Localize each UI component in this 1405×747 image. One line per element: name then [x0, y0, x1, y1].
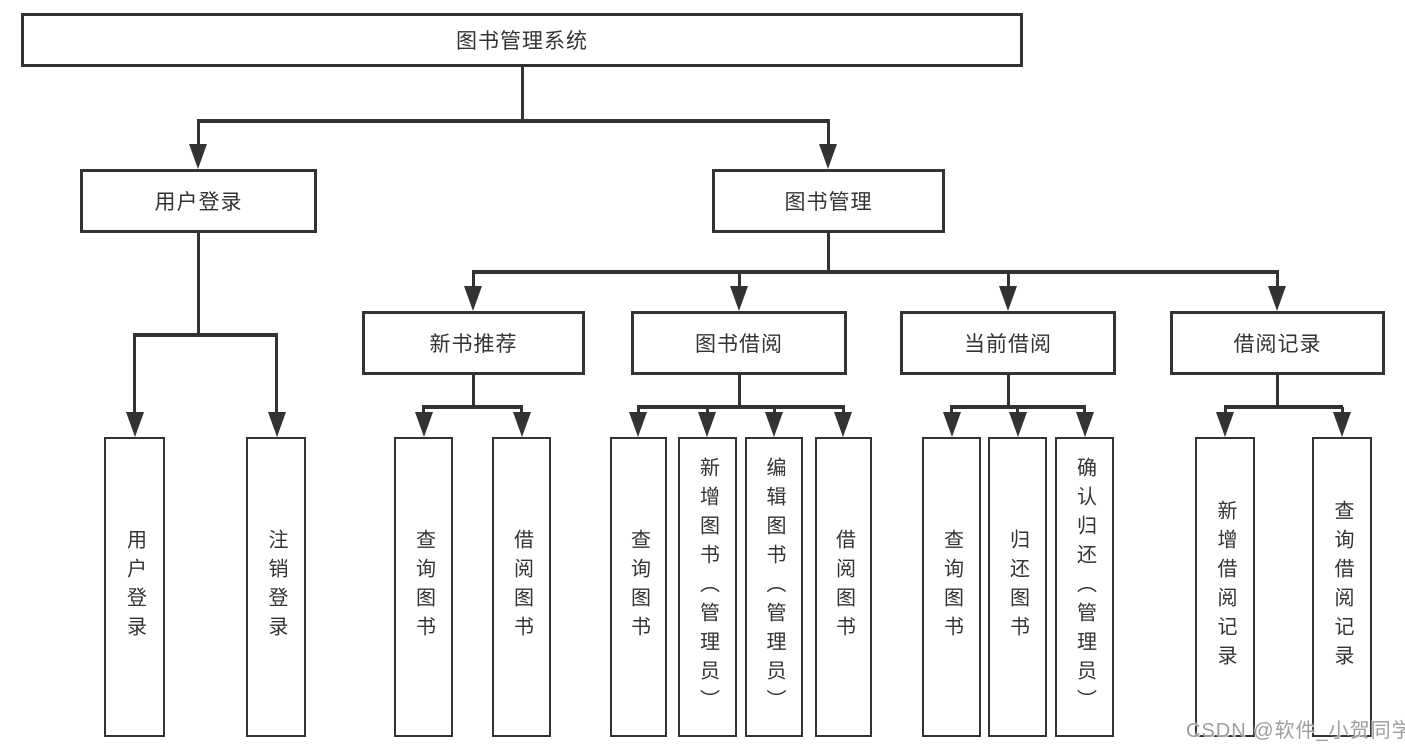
connector-drop-cb-return-book	[1016, 407, 1019, 416]
arrow-down-bb-query-book	[629, 412, 647, 437]
connector-drop-bb-query-book	[636, 407, 640, 416]
node-root-label: 图书管理系统	[456, 30, 588, 53]
leaf-logout: 注销登录	[246, 437, 306, 737]
connector-drop-bb-edit-book	[772, 407, 776, 416]
arrow-down-leaf-logout	[267, 412, 286, 437]
leaf-cb-confirm-return-admin: 确认归还（管理员）	[1055, 437, 1114, 737]
node-current-borrowing: 当前借阅	[900, 311, 1116, 375]
connector-drop-book-borrowing	[737, 272, 741, 288]
leaf-bb-query-book: 查询图书	[610, 437, 667, 737]
arrow-down-new-book-recommend	[464, 286, 482, 311]
connector-drop-rec-borrow-book	[520, 407, 523, 416]
connector-user-login-stub	[196, 233, 200, 335]
leaf-cb-query-book-label: 查询图书	[940, 529, 963, 645]
leaf-cb-confirm-return-admin-label: 确认归还（管理员）	[1073, 456, 1096, 718]
arrow-down-borrowing-records	[1268, 286, 1286, 311]
arrow-down-cb-confirm-return	[1075, 412, 1094, 437]
node-root: 图书管理系统	[21, 13, 1023, 67]
arrow-down-bb-add-book	[698, 412, 716, 437]
arrow-down-cb-return-book	[1008, 412, 1027, 437]
node-book-borrowing-label: 图书借阅	[695, 333, 783, 356]
arrow-down-rec-query-book	[414, 412, 433, 437]
leaf-bb-add-book-admin-label: 新增图书（管理员）	[696, 456, 719, 718]
arrow-down-bb-borrow-book	[834, 412, 852, 437]
leaf-cb-return-book-label: 归还图书	[1006, 529, 1029, 645]
connector-drop-bb-borrow-book	[841, 407, 845, 416]
leaf-bb-add-book-admin: 新增图书（管理员）	[678, 437, 737, 737]
arrow-down-bb-edit-book	[765, 412, 783, 437]
connector-drop-br-query-record	[1340, 407, 1344, 416]
connector-drop-new-book-recommend	[471, 272, 475, 288]
connector-drop-cb-query-book	[950, 407, 953, 416]
leaf-user-login: 用户登录	[104, 437, 165, 737]
leaf-cb-return-book: 归还图书	[988, 437, 1047, 737]
connector-new-book-recommend-stub	[471, 375, 475, 407]
connector-drop-rec-query-book	[422, 407, 425, 416]
node-book-management-label: 图书管理	[784, 191, 873, 214]
leaf-rec-borrow-book-label: 借阅图书	[510, 529, 533, 645]
node-borrowing-records: 借阅记录	[1170, 311, 1385, 375]
leaf-rec-query-book: 查询图书	[394, 437, 453, 737]
connector-drop-br-add-record	[1223, 407, 1227, 416]
connector-drop-borrowing-records	[1275, 272, 1279, 288]
connector-user-login-bar	[133, 333, 278, 337]
connector-root-stub	[520, 67, 524, 121]
arrow-down-current-borrowing	[999, 286, 1017, 311]
leaf-br-add-record: 新增借阅记录	[1195, 437, 1255, 737]
node-new-book-recommend: 新书推荐	[362, 311, 585, 375]
leaf-rec-query-book-label: 查询图书	[412, 529, 435, 645]
arrow-down-cb-query-book	[942, 412, 961, 437]
arrow-down-book-management	[819, 144, 837, 169]
leaf-bb-edit-book-admin-label: 编辑图书（管理员）	[763, 456, 785, 718]
leaf-cb-query-book: 查询图书	[922, 437, 981, 737]
leaf-br-add-record-label: 新增借阅记录	[1214, 500, 1236, 674]
connector-drop-book-management	[826, 121, 830, 148]
node-user-login: 用户登录	[80, 169, 317, 233]
connector-drop-cb-confirm-return	[1083, 407, 1086, 416]
leaf-bb-borrow-book-label: 借阅图书	[832, 529, 855, 645]
arrow-down-br-add-record	[1216, 412, 1234, 437]
connector-borrowing-records-bar	[1223, 405, 1343, 409]
arrow-down-book-borrowing	[730, 286, 748, 311]
node-book-management: 图书管理	[712, 169, 945, 233]
leaf-bb-query-book-label: 查询图书	[627, 529, 650, 645]
leaf-bb-edit-book-admin: 编辑图书（管理员）	[745, 437, 803, 737]
arrow-down-br-query-record	[1333, 412, 1351, 437]
node-new-book-recommend-label: 新书推荐	[429, 333, 518, 356]
connector-borrowing-records-stub	[1275, 375, 1279, 407]
connector-new-book-recommend-bar	[422, 405, 523, 409]
connector-current-borrowing-stub	[1006, 375, 1010, 407]
connector-book-management-stub	[826, 233, 830, 272]
leaf-user-login-label: 用户登录	[123, 529, 146, 645]
leaf-br-query-record-label: 查询借阅记录	[1331, 500, 1353, 674]
watermark: CSDN @软件_小贺同学	[1186, 720, 1405, 742]
connector-book-management-bar	[471, 270, 1279, 274]
leaf-logout-label: 注销登录	[265, 529, 287, 645]
node-book-borrowing: 图书借阅	[631, 311, 847, 375]
arrow-down-rec-borrow-book	[512, 412, 531, 437]
node-borrowing-records-label: 借阅记录	[1233, 333, 1322, 356]
leaf-br-query-record: 查询借阅记录	[1312, 437, 1372, 737]
node-current-borrowing-label: 当前借阅	[964, 333, 1052, 356]
connector-drop-bb-add-book	[705, 407, 709, 416]
node-user-login-label: 用户登录	[154, 191, 243, 214]
connector-drop-leaf-user-login	[133, 335, 136, 415]
arrow-down-user-login	[189, 144, 207, 169]
connector-book-borrowing-stub	[737, 375, 741, 407]
connector-root-bar	[196, 119, 830, 123]
connector-drop-current-borrowing	[1006, 272, 1010, 288]
connector-drop-leaf-logout	[275, 335, 278, 415]
leaf-rec-borrow-book: 借阅图书	[492, 437, 551, 737]
arrow-down-leaf-user-login	[125, 412, 144, 437]
connector-drop-user-login	[196, 121, 200, 148]
connector-book-borrowing-bar	[636, 405, 845, 409]
leaf-bb-borrow-book: 借阅图书	[815, 437, 872, 737]
